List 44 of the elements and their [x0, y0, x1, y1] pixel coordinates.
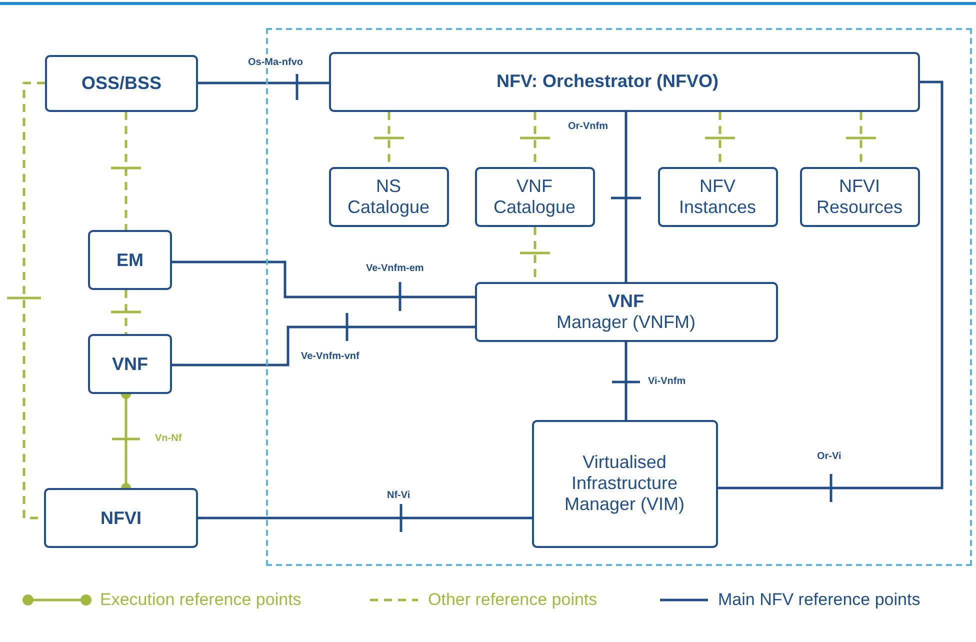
node-label: EM [116, 250, 144, 270]
dashed-connector [124, 290, 128, 334]
node-label: VNF Catalogue [493, 176, 576, 218]
connector [198, 82, 329, 84]
process-box [532, 420, 718, 548]
node-label: NFV: Orchestrator (NFVO) [496, 71, 719, 92]
catalogue-box [474, 166, 594, 226]
legend-label: Other reference points [428, 590, 598, 610]
edge-label: Or-Vi [815, 451, 844, 462]
edge-label: Vi-Vnfm [646, 376, 688, 387]
process-box [88, 230, 172, 290]
edge-label: Nf-Vi [385, 490, 412, 501]
process-box [88, 334, 172, 394]
node-label: NFVI [100, 508, 142, 528]
legend-label: Main NFV reference points [718, 590, 920, 610]
dashed-connector [124, 112, 128, 230]
catalogue-box [800, 166, 920, 226]
catalogue-box [658, 166, 778, 226]
node-label: NFVI Resources [816, 176, 903, 218]
node-label: Manager (VNFM) [556, 312, 696, 332]
connector [624, 112, 628, 282]
connector [718, 80, 944, 490]
node-label: NFV Instances [678, 176, 756, 218]
legend-label: Execution reference points [100, 590, 302, 610]
connector [624, 342, 628, 420]
process-box [45, 55, 198, 112]
edge-label: Ve-Vnfm-em [364, 263, 426, 274]
dashed-connector [22, 82, 45, 520]
connector [172, 260, 475, 298]
process-box [44, 488, 198, 548]
edge-label: Ve-Vnfm-vnf [299, 351, 362, 362]
node-label: VNF [112, 354, 148, 374]
edge-label: Os-Ma-nfvo [246, 57, 305, 68]
process-box [328, 52, 920, 112]
connector [198, 516, 532, 520]
node-label: VNF [608, 290, 644, 312]
edge-label: Vn-Nf [153, 433, 184, 444]
edge-label: Or-Vnfm [566, 121, 610, 132]
node-label: OSS/BSS [81, 73, 162, 94]
process-box [474, 282, 778, 342]
node-label: NS Catalogue [347, 176, 430, 218]
node-label: Virtualised Infrastructure Manager (VIM) [563, 452, 686, 515]
catalogue-box [328, 166, 448, 226]
connector [172, 326, 475, 366]
